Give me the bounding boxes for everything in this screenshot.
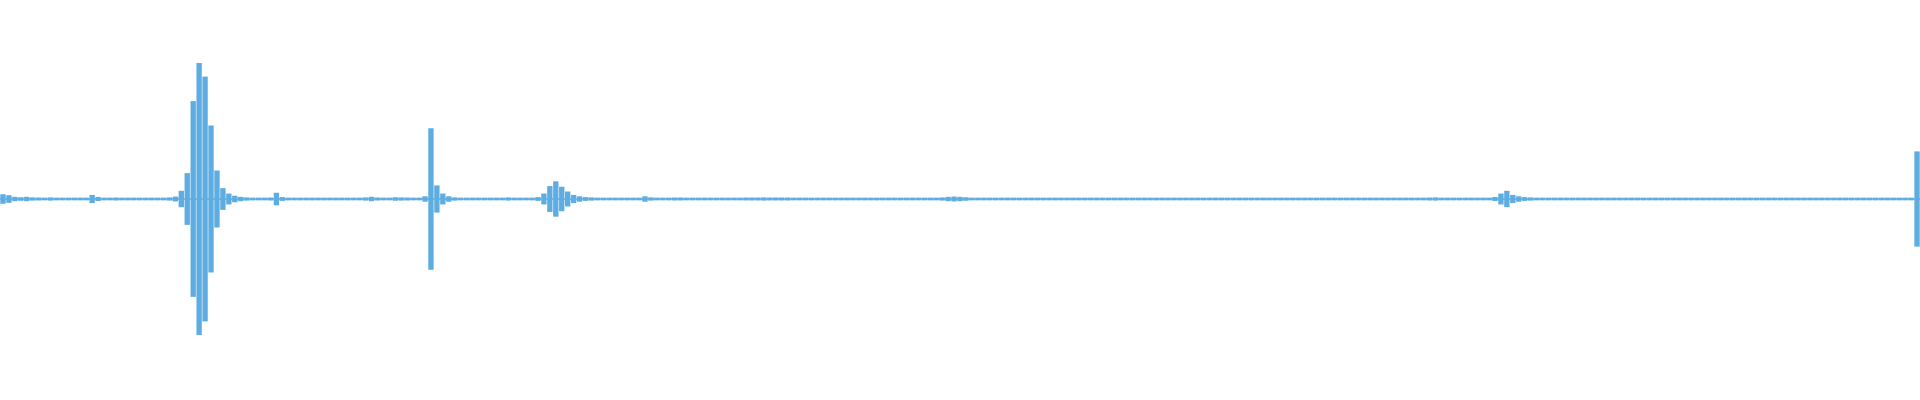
waveform-bars — [0, 63, 1920, 335]
